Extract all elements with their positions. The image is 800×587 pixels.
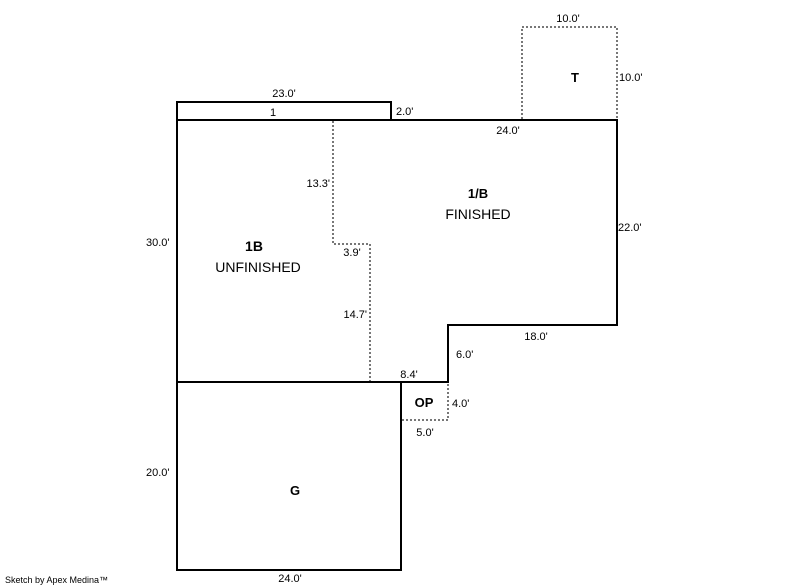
area-1-outline <box>176 101 392 121</box>
dim-top-right: 24.0' <box>496 125 520 137</box>
finished-sub: FINISHED <box>445 206 510 222</box>
dim-area1-width: 23.0' <box>272 88 296 100</box>
unfinished-label: 1B <box>245 238 263 254</box>
open-porch-outline <box>402 383 449 421</box>
terrace-outline <box>521 26 618 119</box>
dim-step-width: 18.0' <box>524 331 548 343</box>
dim-t-depth: 10.0' <box>619 72 643 84</box>
dim-step-height: 6.0' <box>456 349 473 361</box>
dim-garage-bottom: 24.0' <box>278 573 302 585</box>
finished-label: 1/B <box>468 186 488 201</box>
dim-divider-jog: 3.9' <box>343 247 360 259</box>
garage-outline <box>176 382 402 571</box>
dim-divider-upper: 13.3' <box>306 178 330 190</box>
dim-mid-segment: 8.4' <box>400 369 417 381</box>
dim-right-side: 22.0' <box>618 222 642 234</box>
area-1-label: 1 <box>270 107 276 119</box>
terrace-label: T <box>571 70 579 85</box>
dim-t-width: 10.0' <box>556 13 580 25</box>
open-porch-label: OP <box>415 395 434 410</box>
dim-op-width: 5.0' <box>416 427 433 439</box>
garage-label: G <box>290 483 300 498</box>
dim-left-side: 30.0' <box>146 237 170 249</box>
dim-op-depth: 4.0' <box>452 398 469 410</box>
sketch-credit: Sketch by Apex Medina™ <box>5 575 108 585</box>
main-floor-outline <box>176 119 618 383</box>
dim-area1-depth: 2.0' <box>396 106 413 118</box>
dim-divider-lower: 14.7' <box>343 309 367 321</box>
unfinished-sub: UNFINISHED <box>215 259 301 275</box>
dim-garage-side: 20.0' <box>146 467 170 479</box>
unfinished-divider <box>332 121 371 381</box>
